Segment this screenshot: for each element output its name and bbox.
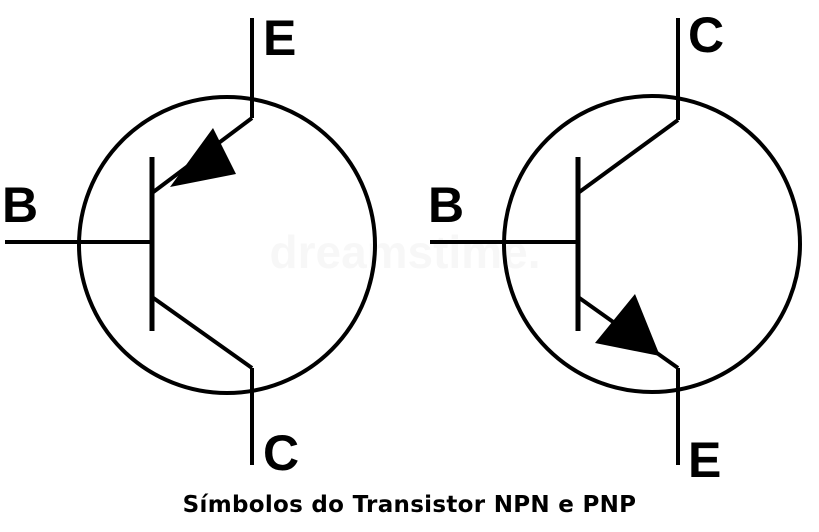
pnp-base-label: B bbox=[428, 177, 464, 233]
diagram-caption: Símbolos do Transistor NPN e PNP bbox=[182, 492, 637, 518]
pnp-emitter-label: E bbox=[688, 432, 721, 488]
watermark-text: dreamstime. bbox=[269, 226, 540, 278]
pnp-transistor-symbol: C B E bbox=[428, 7, 802, 488]
npn-emitter-label: E bbox=[263, 10, 296, 66]
pnp-collector-label: C bbox=[688, 7, 724, 63]
pnp-upper-diagonal bbox=[576, 118, 680, 195]
npn-base-label: B bbox=[2, 177, 38, 233]
npn-transistor-symbol: E B C bbox=[2, 10, 377, 481]
npn-lower-diagonal bbox=[150, 295, 254, 370]
pnp-arrow-icon bbox=[595, 294, 660, 356]
npn-arrow-icon bbox=[170, 128, 236, 187]
npn-envelope-circle bbox=[77, 95, 377, 395]
npn-collector-label: C bbox=[263, 425, 299, 481]
